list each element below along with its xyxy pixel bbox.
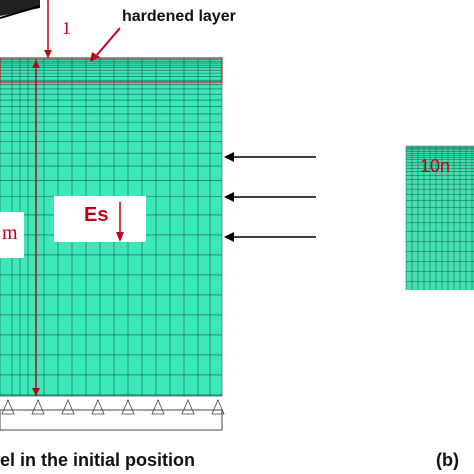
top-dimension-label: 1: [62, 18, 71, 38]
right-mesh-panel: [406, 146, 474, 290]
mesh-grid-lines: [0, 57, 223, 397]
indenter-shape: [0, 0, 40, 16]
base-support: [0, 409, 223, 431]
top-dimension-arrowhead: [44, 50, 52, 58]
es-arrow-head: [116, 232, 124, 242]
m-label-box: [0, 212, 24, 258]
indenter-edge: [0, 5, 41, 19]
right-mesh-grid-lines: [405, 145, 474, 290]
support-symbols: [1, 398, 225, 415]
es-label-box: [54, 196, 146, 242]
right-panel-label: 10n: [420, 156, 451, 176]
left-caption: el in the initial position: [0, 450, 196, 470]
right-caption: (b): [436, 450, 459, 470]
load-arrows: [224, 152, 316, 242]
hardened-layer-pointer-head: [90, 52, 100, 62]
side-dimension-label: m: [2, 222, 18, 244]
hardened-layer-pointer: [95, 27, 121, 57]
depth-dimension-arrow-bottom: [32, 388, 40, 396]
depth-dimension-arrow-top: [32, 60, 40, 68]
es-label: Es: [84, 204, 109, 226]
hardened-layer-label: hardened layer: [122, 8, 236, 25]
hardened-layer-region: [0, 57, 223, 83]
